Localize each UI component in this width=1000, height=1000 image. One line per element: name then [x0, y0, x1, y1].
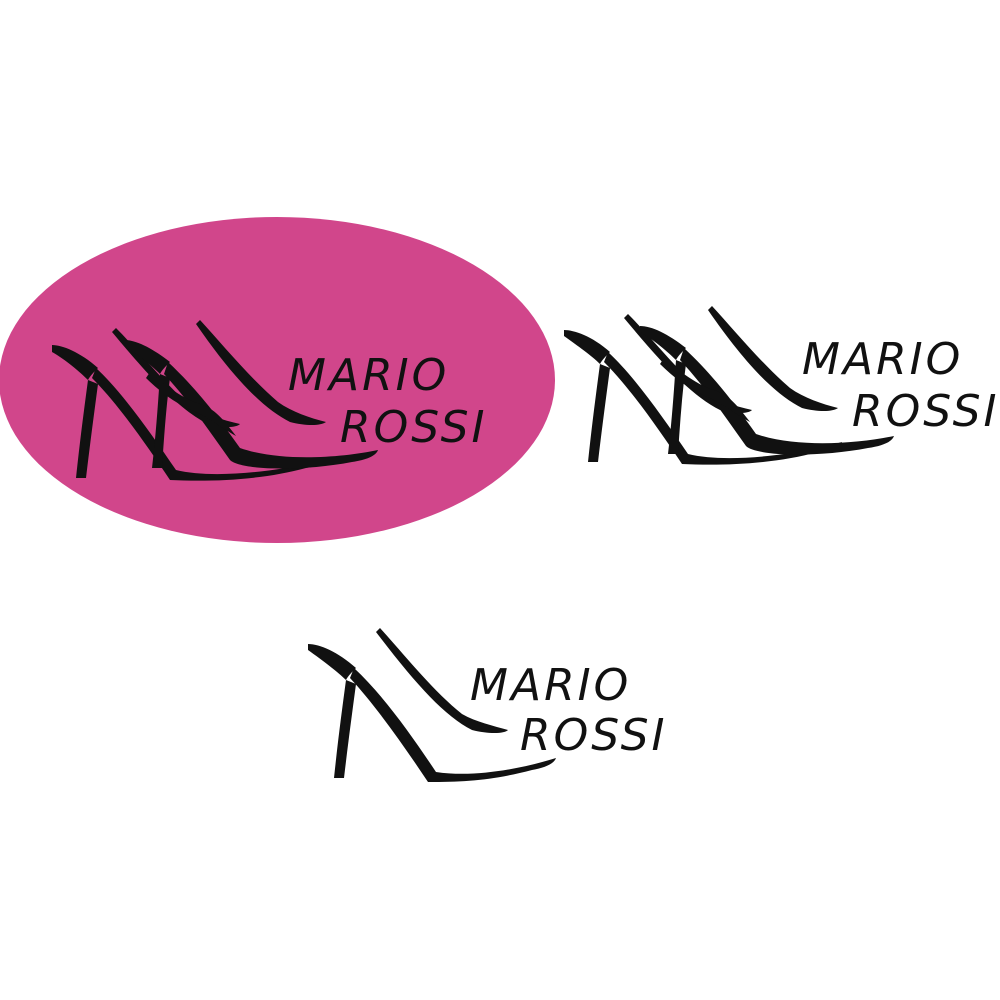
brand-name-line2: ROSSI [520, 710, 667, 761]
shoe-icon [52, 320, 378, 481]
brand-name-line1: MARIO [470, 660, 631, 711]
brand-name-line1: MARIO [288, 350, 449, 401]
brand-name-line2: ROSSI [852, 386, 999, 437]
brand-name-line2: ROSSI [340, 402, 487, 453]
pink-oval-background [0, 217, 555, 543]
logo-pink-oval: MARIO ROSSI [0, 217, 555, 543]
shoe-icon [564, 306, 894, 465]
logo-single-shoe: MARIO ROSSI [308, 628, 667, 782]
brand-name-line1: MARIO [802, 334, 963, 385]
logo-plain-two-shoes: MARIO ROSSI [564, 306, 999, 465]
shoe-icon [308, 628, 556, 782]
